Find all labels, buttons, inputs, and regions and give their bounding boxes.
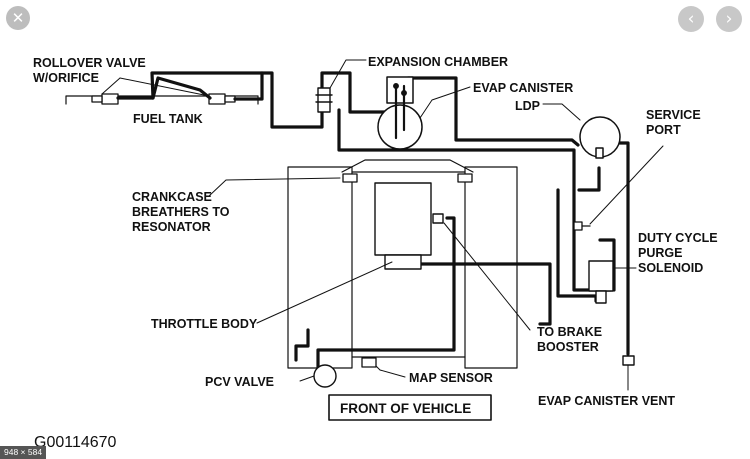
label-ldp: LDP	[515, 99, 540, 113]
vapor-hoses	[116, 71, 630, 370]
evap-canister-vent	[622, 355, 635, 366]
throttle-body	[374, 182, 444, 270]
label-group: ROLLOVER VALVE W/ORIFICE FUEL TANK EXPAN…	[33, 55, 718, 451]
label-to-brake-line2: BOOSTER	[537, 340, 599, 354]
label-map-sensor: MAP SENSOR	[409, 371, 493, 385]
label-crankcase-line1: CRANKCASE	[132, 190, 212, 204]
rollover-valve-right	[208, 93, 236, 105]
label-fuel-tank: FUEL TANK	[133, 112, 203, 126]
label-rollover-valve-line1: ROLLOVER VALVE	[33, 56, 146, 70]
label-duty-cycle-line2: PURGE	[638, 246, 682, 260]
label-throttle-body: THROTTLE BODY	[151, 317, 258, 331]
close-button[interactable]: ✕	[6, 6, 30, 30]
label-evap-canister-vent: EVAP CANISTER VENT	[538, 394, 675, 408]
crankcase-breathers	[342, 173, 473, 183]
label-evap-canister: EVAP CANISTER	[473, 81, 573, 95]
label-duty-cycle-line1: DUTY CYCLE	[638, 231, 718, 245]
evap-canister	[377, 76, 423, 150]
leader-lines	[101, 59, 664, 391]
expansion-chamber	[315, 87, 333, 113]
label-crankcase-line3: RESONATOR	[132, 220, 211, 234]
chevron-right-icon: ›	[725, 9, 733, 29]
close-icon: ✕	[11, 9, 25, 27]
label-service-port-line2: PORT	[646, 123, 681, 137]
label-duty-cycle-line3: SOLENOID	[638, 261, 703, 275]
next-image-button[interactable]: ›	[716, 6, 742, 32]
service-port	[573, 221, 591, 231]
engine-outline	[287, 159, 518, 369]
pcv-valve	[313, 364, 337, 388]
label-rollover-valve-line2: W/ORIFICE	[33, 71, 99, 85]
leak-detection-pump	[579, 116, 621, 159]
duty-cycle-purge-solenoid	[588, 260, 614, 304]
previous-image-button[interactable]: ‹	[678, 6, 704, 32]
label-service-port-line1: SERVICE	[646, 108, 701, 122]
figure-code: G00114670	[34, 434, 117, 451]
image-dimensions-badge: 948 × 584	[0, 446, 47, 459]
rollover-valve-left	[91, 93, 119, 105]
label-pcv-valve: PCV VALVE	[205, 375, 274, 389]
label-expansion-chamber: EXPANSION CHAMBER	[368, 55, 508, 69]
label-front-of-vehicle: FRONT OF VEHICLE	[340, 401, 471, 416]
map-sensor	[361, 357, 377, 368]
label-to-brake-line1: TO BRAKE	[537, 325, 602, 339]
front-of-vehicle-box	[328, 394, 492, 421]
chevron-left-icon: ‹	[687, 9, 695, 29]
label-crankcase-line2: BREATHERS TO	[132, 205, 230, 219]
